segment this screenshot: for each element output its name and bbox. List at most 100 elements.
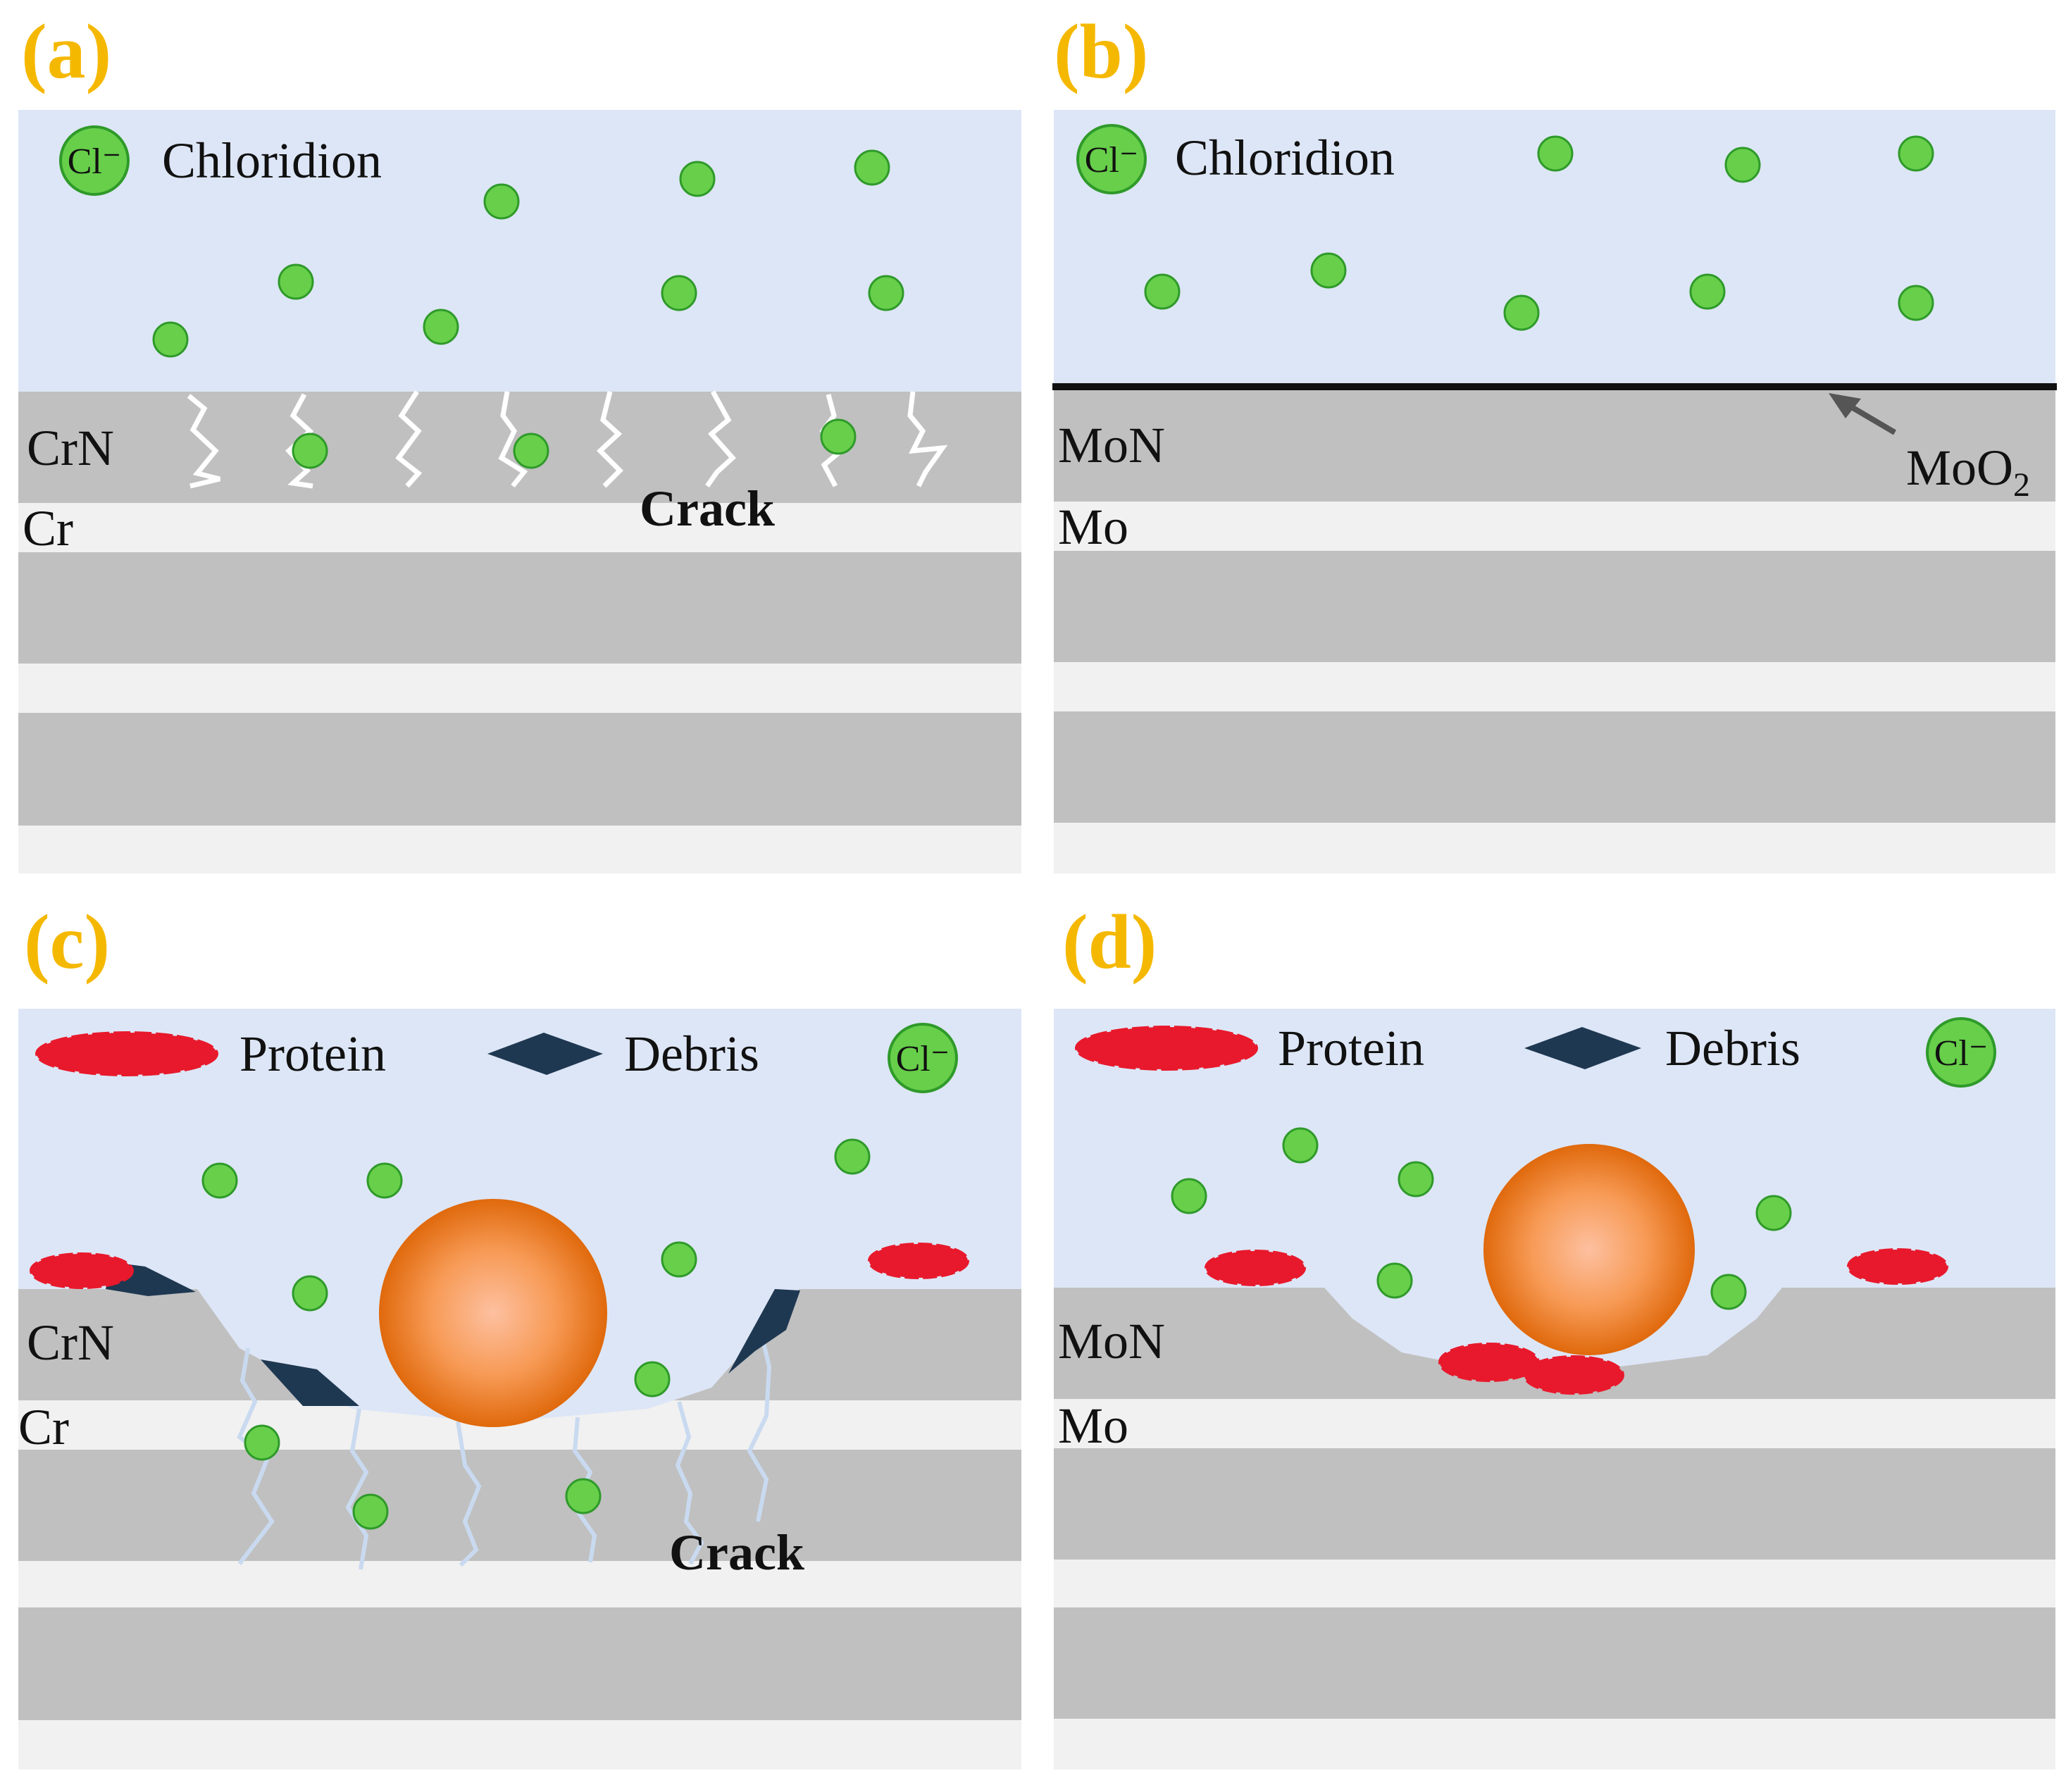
protein-particle: [868, 1243, 969, 1279]
moo2-label: MoO2: [1906, 440, 2030, 504]
layer-label-cr: Cr: [23, 500, 73, 556]
crack-line: [747, 1331, 772, 1522]
chloride-ions: [1171, 1127, 1792, 1310]
chloride-ion: [834, 1138, 871, 1175]
chloride-ion: [854, 149, 890, 186]
legend-protein: Protein: [239, 1026, 386, 1082]
debris-legend-icon: [1524, 1027, 1641, 1069]
chloride-ion: [352, 1493, 389, 1530]
panel-a: (a) Cl⁻ Chloridion: [18, 8, 1021, 873]
chloride-ion: [661, 1241, 697, 1278]
chloride-ion: [1398, 1161, 1434, 1197]
crack-line: [285, 393, 314, 489]
protein-particles: [1205, 1248, 1948, 1286]
chloride-ion: [868, 275, 904, 311]
chloride-ion: [292, 433, 328, 469]
legend-debris: Debris: [1665, 1020, 1800, 1076]
gray-layer: [18, 713, 1021, 826]
chloride-ion: [1537, 135, 1574, 172]
layer-label-cr: Cr: [18, 1399, 69, 1455]
panel-c: (c) Protein Debris Cl⁻ CrN Cr Crack: [18, 899, 1021, 1769]
chloride-ion: [423, 309, 459, 345]
chloride-ion: [278, 263, 314, 300]
crack-lines: [187, 390, 948, 489]
chloride-ion: [513, 433, 549, 469]
layer-label-crn: CrN: [27, 420, 114, 476]
gray-layer: [18, 1607, 1021, 1720]
cr-layer: [18, 503, 1021, 552]
chloride-ion: [1755, 1195, 1792, 1231]
gray-layer: [18, 552, 1021, 664]
light-layer: [18, 1720, 1021, 1769]
chloride-ion: [1898, 135, 1934, 172]
chloride-ion: [201, 1162, 238, 1199]
chloride-ion: [1724, 147, 1761, 183]
panel-d: (d) Protein Debris Cl⁻ MoN Mo: [1054, 899, 2055, 1769]
crack-line: [596, 391, 623, 488]
crack-line: [187, 394, 220, 489]
ion-symbol: Cl⁻: [1934, 1033, 1989, 1074]
crack-line: [705, 390, 736, 488]
protein-legend-icon: [1075, 1026, 1258, 1071]
crack-label: Crack: [669, 1524, 804, 1581]
chloride-legend-icon: Cl⁻: [1926, 1017, 1996, 1088]
protein-particle: [30, 1252, 134, 1289]
chloride-ion: [634, 1361, 671, 1398]
protein-particles: [30, 1243, 969, 1289]
gray-layer: [1054, 1607, 2055, 1719]
chloride-ion: [565, 1478, 602, 1514]
gray-layer: [1054, 1448, 2055, 1560]
moo2-film: [1052, 383, 2057, 390]
moo2-label-subscript: 2: [2013, 466, 2030, 504]
ion-symbol: Cl⁻: [1085, 140, 1139, 180]
debris-fragment: [261, 1359, 359, 1406]
chloride-ion: [1710, 1274, 1747, 1310]
panel-label: (b): [1054, 8, 1148, 94]
light-layer: [18, 664, 1021, 713]
ion-symbol: Cl⁻: [68, 142, 122, 182]
light-layer: [1054, 1719, 2055, 1769]
chloride-ion: [1310, 252, 1347, 289]
light-layer: [18, 826, 1021, 873]
chloride-ion: [1898, 285, 1934, 321]
crack-line: [345, 1408, 369, 1570]
crack-line: [395, 390, 423, 488]
ion-symbol: Cl⁻: [896, 1039, 950, 1079]
chloridion-legend-icon: Cl⁻: [1076, 124, 1147, 194]
layer-label-crn: CrN: [27, 1314, 114, 1371]
gray-layer: [1054, 551, 2055, 662]
chloride-ion: [661, 275, 697, 311]
panel-b: (b) Cl⁻ Chloridion MoN Mo MoO2: [1052, 8, 2057, 873]
moo2-arrow: [1829, 393, 1897, 435]
crack-line: [498, 391, 528, 488]
chloride-ion: [244, 1424, 280, 1461]
gray-layer: [18, 1450, 1021, 1561]
moo2-label-main: MoO: [1906, 440, 2013, 496]
protein-legend-icon: [35, 1031, 218, 1076]
layer-label-mon: MoN: [1058, 417, 1165, 473]
chloride-ion: [1376, 1262, 1413, 1299]
layer-label-mo: Mo: [1058, 499, 1128, 555]
chloride-ion: [483, 183, 520, 220]
gray-layer: [1054, 711, 2055, 823]
chloride-ions: [1144, 135, 1934, 331]
chloride-legend-icon: Cl⁻: [888, 1023, 958, 1093]
legend-protein: Protein: [1278, 1020, 1424, 1076]
chloride-ions: [152, 149, 904, 469]
mon-layer: [1054, 387, 2055, 502]
legend-debris: Debris: [624, 1026, 759, 1082]
counterface-ball: [1483, 1144, 1695, 1355]
panel-label: (d): [1062, 899, 1157, 985]
light-layer: [18, 1561, 1021, 1607]
chloride-ion: [292, 1275, 328, 1312]
counterface-ball: [379, 1199, 607, 1427]
chloride-ion: [679, 161, 716, 197]
protein-particles-in-track: [1438, 1343, 1624, 1395]
protein-particle: [1523, 1355, 1624, 1395]
chloride-ion: [1689, 273, 1726, 310]
chloride-ion: [1144, 273, 1181, 310]
crack-line: [907, 391, 948, 487]
debris-legend-icon: [487, 1033, 603, 1075]
layer-label-mon: MoN: [1058, 1313, 1165, 1369]
